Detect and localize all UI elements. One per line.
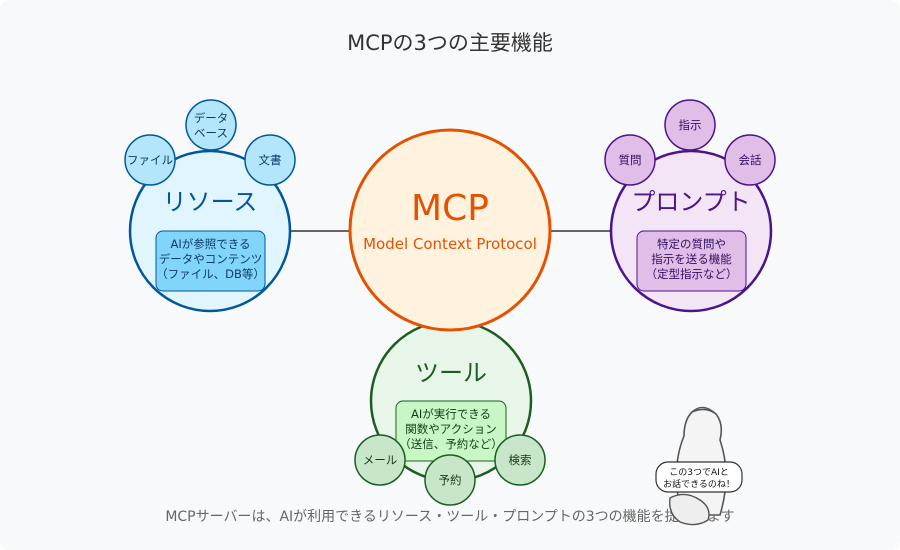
mcp-subtitle: Model Context Protocol	[363, 235, 537, 253]
character-illustration: この3つでAIと お話できるのね！	[655, 406, 743, 526]
character-paw	[669, 493, 710, 526]
resources-description-line: データやコンテンツ	[159, 252, 263, 266]
character-head-line	[691, 406, 717, 415]
diagram-title: MCPの3つの主要機能	[347, 31, 553, 55]
prompts-description-line: 特定の質問や	[657, 237, 726, 251]
prompts-description-box	[636, 230, 747, 292]
resources-description-box	[155, 230, 266, 292]
example-mail-label: メール	[363, 453, 398, 467]
example-reservation-label: 予約	[439, 473, 462, 487]
example-document-circle	[244, 134, 296, 186]
example-search-label: 検索	[509, 453, 532, 467]
example-database-circle	[185, 99, 237, 151]
resources-description-line: （ファイル、DB等）	[156, 267, 265, 281]
example-file-circle	[124, 134, 176, 186]
speech-text-line: この3つでAIと	[669, 467, 729, 478]
speech-text-line: お話できるのね！	[663, 478, 735, 490]
example-instruction-circle	[664, 99, 716, 151]
tools-description-line: AIが実行できる	[411, 407, 491, 421]
example-document-label: 文書	[259, 153, 282, 167]
resources-label: リソース	[163, 188, 258, 216]
example-mail-circle	[354, 434, 406, 486]
tools-label: ツール	[415, 359, 487, 387]
footer-note: MCPサーバーは、AIが利用できるリソース・ツール・プロンプトの3つの機能を提供…	[165, 509, 734, 525]
resources-description-line: AIが参照できる	[170, 237, 250, 251]
example-reservation-circle	[424, 454, 476, 506]
prompts-node: プロンプト 特定の質問や 指示を送る機能 （定型指示など） 質問 指示 会話	[604, 99, 776, 313]
tools-description-line: （送信、予約など）	[399, 437, 503, 451]
tools-node: ツール AIが実行できる 関数やアクション （送信、予約など） メール 予約 検…	[354, 319, 546, 506]
tools-description-line: 関数やアクション	[405, 422, 496, 436]
example-instruction-label: 指示	[679, 118, 702, 132]
example-conversation-circle	[724, 134, 776, 186]
example-conversation-label: 会話	[739, 153, 762, 167]
prompts-description-line: （定型指示など）	[646, 267, 738, 281]
speech-bubble	[655, 461, 743, 493]
example-question-label: 質問	[619, 153, 642, 167]
example-database-label: ベース	[194, 126, 228, 140]
example-search-circle	[494, 434, 546, 486]
mcp-label: MCP	[411, 188, 489, 229]
example-question-circle	[604, 134, 656, 186]
prompts-label: プロンプト	[631, 188, 750, 216]
prompts-description-line: 指示を送る機能	[651, 252, 732, 266]
mcp-node: MCP Model Context Protocol	[348, 128, 552, 332]
mcp-circle	[348, 128, 552, 332]
resources-node: リソース AIが参照できる データやコンテンツ （ファイル、DB等） ファイル …	[124, 99, 296, 313]
example-file-label: ファイル	[127, 153, 173, 167]
example-database-label: データ	[194, 111, 229, 125]
